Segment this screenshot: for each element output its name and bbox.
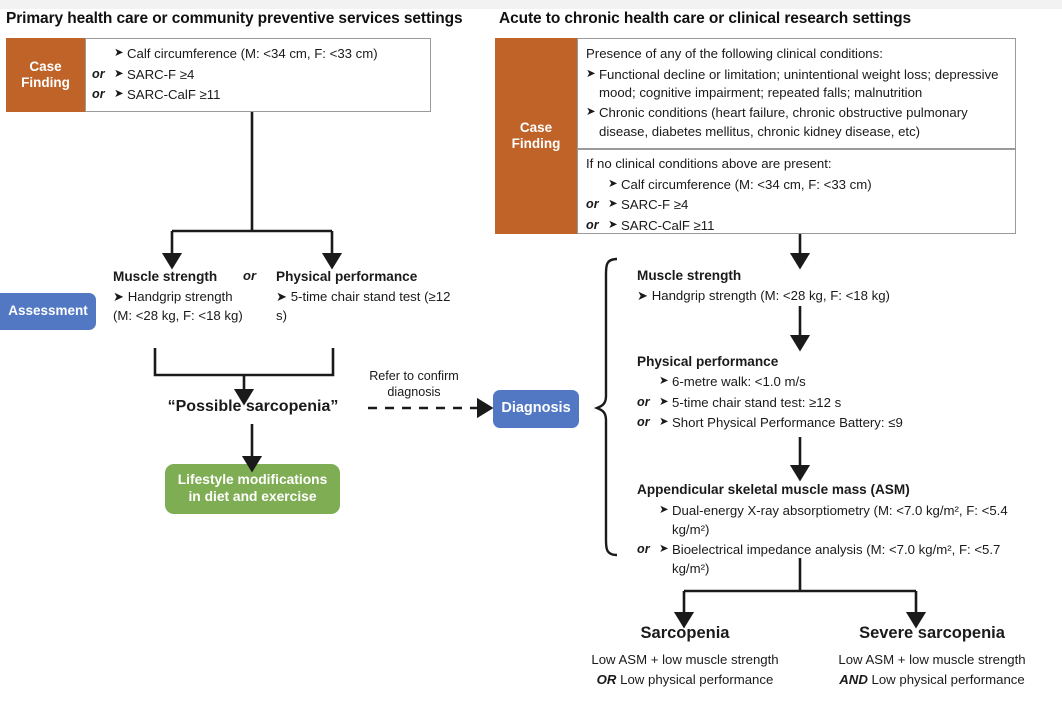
clinical-conditions-intro: Presence of any of the following clinica… bbox=[586, 46, 883, 61]
arrow-bullet-icon: ➤ bbox=[586, 67, 596, 80]
outcome-line-1: Low ASM + low muscle strength bbox=[591, 652, 779, 668]
criterion-text: SARC-CalF ≥11 bbox=[127, 87, 221, 103]
diagnosis-asm-title: Appendicular skeletal muscle mass (ASM) bbox=[637, 482, 910, 497]
clinical-condition-item: ➤ Functional decline or limitation; unin… bbox=[586, 66, 1007, 103]
criterion-text: Dual-energy X-ray absorptiometry (M: <7.… bbox=[672, 503, 1008, 537]
outcome-line-2: AND Low physical performance bbox=[822, 670, 1042, 690]
lifestyle-text: Lifestyle modifications in diet and exer… bbox=[177, 472, 328, 504]
or-connector: or bbox=[586, 197, 599, 212]
arrow-bullet-icon: ➤ bbox=[659, 543, 669, 556]
outcome-sarcopenia: Sarcopenia Low ASM + low muscle strength… bbox=[575, 622, 795, 690]
or-connector: or bbox=[92, 66, 105, 81]
arrow-bullet-icon: ➤ bbox=[114, 67, 124, 80]
outcome-conjunction: AND bbox=[839, 672, 868, 688]
criterion-row: or ➤ SARC-CalF ≥11 bbox=[92, 86, 424, 105]
criterion-row: ➤ Dual-energy X-ray absorptiometry (M: <… bbox=[637, 502, 1037, 539]
stage-label-case-finding-right: Case Finding bbox=[495, 38, 577, 234]
clinical-condition-item: ➤ Chronic conditions (heart failure, chr… bbox=[586, 104, 1007, 141]
clinical-condition-text: Functional decline or limitation; uninte… bbox=[599, 66, 999, 101]
criterion-row: ➤ Calf circumference (M: <34 cm, F: <33 … bbox=[586, 176, 1007, 195]
criterion-row: or ➤ Bioelectrical impedance analysis (M… bbox=[637, 541, 1037, 578]
diagnosis-muscle-strength-title: Muscle strength bbox=[637, 268, 742, 283]
refer-to-confirm-diagnosis-label: Refer to confirm diagnosis bbox=[369, 369, 459, 400]
assessment-text: Assessment bbox=[8, 303, 88, 319]
outcome-line-1: Low ASM + low muscle strength bbox=[838, 652, 1026, 668]
criterion-text: 6-metre walk: <1.0 m/s bbox=[672, 374, 806, 389]
connector-left-merge-bracket bbox=[153, 348, 335, 377]
panel-clinical-conditions: Presence of any of the following clinica… bbox=[577, 38, 1016, 149]
assessment-or-connector: or bbox=[243, 268, 256, 283]
criterion-text: Calf circumference (M: <34 cm, F: <33 cm… bbox=[127, 46, 378, 61]
column-header-primary-care: Primary health care or community prevent… bbox=[6, 10, 463, 27]
outcome-lifestyle-modifications: Lifestyle modifications in diet and exer… bbox=[165, 464, 340, 514]
or-connector: or bbox=[637, 394, 650, 409]
diagnosis-physical-performance-list: ➤ 6-metre walk: <1.0 m/s or ➤ 5-time cha… bbox=[637, 373, 1017, 435]
or-connector: or bbox=[637, 415, 650, 430]
case-finding-left-text: Case Finding bbox=[21, 58, 70, 90]
arrow-bullet-icon: ➤ bbox=[608, 177, 618, 190]
panel-case-finding-left-criteria: ➤ Calf circumference (M: <34 cm, F: <33 … bbox=[85, 38, 431, 112]
criterion-row: or ➤ SARC-F ≥4 bbox=[586, 196, 1007, 215]
arrow-bullet-icon: ➤ bbox=[114, 47, 124, 59]
arrow-bullet-icon: ➤ bbox=[608, 198, 618, 211]
stage-label-case-finding-left: Case Finding bbox=[6, 38, 85, 112]
criterion-row: or ➤ 5-time chair stand test: ≥12 s bbox=[637, 394, 1017, 413]
arrow-bullet-icon: ➤ bbox=[608, 219, 618, 232]
assessment-physical-performance-body: ➤ 5-time chair stand test (≥12 s) bbox=[276, 289, 451, 323]
clinical-condition-text: Chronic conditions (heart failure, chron… bbox=[599, 105, 968, 139]
criterion-text: Calf circumference (M: <34 cm, F: <33 cm… bbox=[621, 176, 872, 192]
or-connector: or bbox=[586, 218, 599, 233]
outcome-title: Sarcopenia bbox=[640, 624, 730, 642]
no-conditions-intro: If no clinical conditions above are pres… bbox=[586, 156, 832, 171]
arrow-bullet-icon: ➤ bbox=[586, 106, 596, 119]
diagnosis-physical-performance-title: Physical performance bbox=[637, 354, 779, 369]
criterion-text: 5-time chair stand test: ≥12 s bbox=[672, 394, 842, 410]
possible-sarcopenia-label: “Possible sarcopenia” bbox=[167, 398, 339, 415]
criterion-text: SARC-F ≥4 bbox=[621, 197, 689, 213]
outcome-line-2-text: Low physical performance bbox=[871, 672, 1025, 688]
case-finding-right-text: Case Finding bbox=[511, 119, 561, 151]
stage-label-assessment: Assessment bbox=[0, 293, 96, 330]
stage-label-diagnosis: Diagnosis bbox=[493, 390, 579, 428]
assessment-muscle-strength-body: ➤ Handgrip strength (M: <28 kg, F: <18 k… bbox=[113, 289, 243, 323]
or-connector: or bbox=[92, 87, 105, 102]
outcome-line-2: OR Low physical performance bbox=[575, 670, 795, 690]
brace-diagnosis-group bbox=[593, 257, 618, 557]
arrow-bullet-icon: ➤ bbox=[659, 375, 669, 387]
column-header-acute-chronic: Acute to chronic health care or clinical… bbox=[499, 10, 911, 27]
arrow-bullet-icon: ➤ bbox=[659, 504, 669, 516]
diagnosis-asm-list: ➤ Dual-energy X-ray absorptiometry (M: <… bbox=[637, 502, 1037, 581]
outcome-title: Severe sarcopenia bbox=[859, 624, 1005, 642]
arrow-bullet-icon: ➤ bbox=[659, 395, 669, 408]
criterion-row: or ➤ SARC-F ≥4 bbox=[92, 66, 424, 85]
criterion-row: or ➤ Short Physical Performance Battery:… bbox=[637, 414, 1017, 433]
top-band bbox=[0, 0, 1062, 9]
criterion-row: or ➤ SARC-CalF ≥11 bbox=[586, 217, 1007, 236]
outcome-severe-sarcopenia: Severe sarcopenia Low ASM + low muscle s… bbox=[822, 622, 1042, 690]
outcome-line-2-text: Low physical performance bbox=[620, 672, 774, 688]
assessment-muscle-strength-title: Muscle strength bbox=[113, 269, 218, 284]
assessment-physical-performance-title: Physical performance bbox=[276, 269, 418, 284]
outcome-conjunction: OR bbox=[596, 672, 617, 688]
criterion-text: SARC-CalF ≥11 bbox=[621, 218, 715, 234]
diagnosis-text: Diagnosis bbox=[501, 400, 571, 417]
criterion-row: ➤ Calf circumference (M: <34 cm, F: <33 … bbox=[92, 45, 424, 64]
panel-case-finding-right-criteria: If no clinical conditions above are pres… bbox=[577, 149, 1016, 234]
criterion-text: Short Physical Performance Battery: ≤9 bbox=[672, 415, 903, 431]
diagnosis-muscle-strength-item: ➤ Handgrip strength (M: <28 kg, F: <18 k… bbox=[637, 288, 890, 303]
criterion-row: ➤ 6-metre walk: <1.0 m/s bbox=[637, 373, 1017, 392]
arrow-bullet-icon: ➤ bbox=[659, 416, 669, 429]
criterion-text: SARC-F ≥4 bbox=[127, 66, 195, 82]
or-connector: or bbox=[637, 542, 650, 557]
arrow-bullet-icon: ➤ bbox=[114, 88, 124, 101]
criterion-text: Bioelectrical impedance analysis (M: <7.… bbox=[672, 542, 1001, 577]
